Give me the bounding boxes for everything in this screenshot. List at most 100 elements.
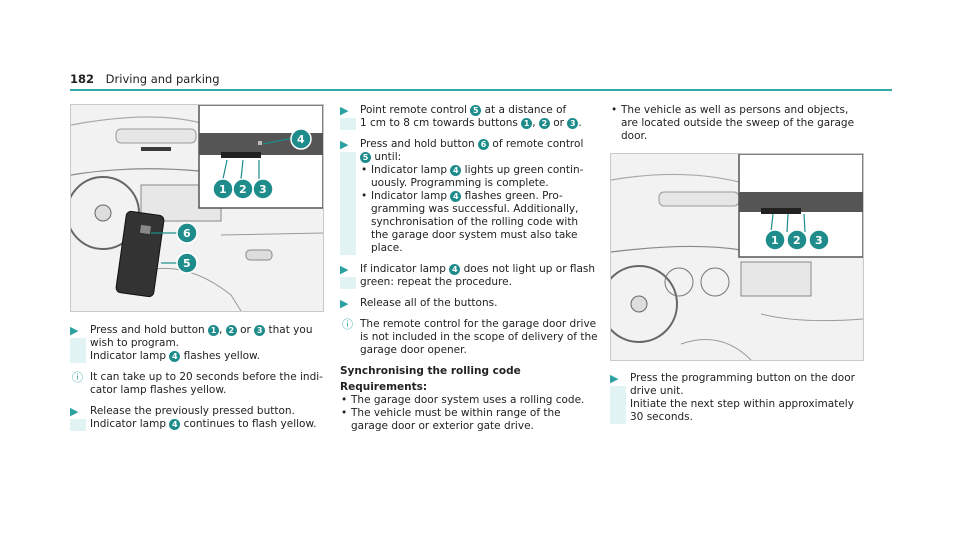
arrow-right-icon: ▶: [340, 263, 349, 276]
badge-2: 2: [538, 118, 550, 129]
text: Indicator lamp: [90, 418, 166, 430]
text: that you: [268, 324, 313, 336]
text: flashes green. Pro-: [464, 190, 563, 202]
text: are located outside the sweep of the gar…: [621, 117, 855, 129]
text: until:: [374, 151, 402, 163]
step-bar: [70, 419, 86, 431]
text: garage door or exterior gate drive.: [351, 420, 534, 432]
badge-5: 5: [360, 152, 371, 163]
arrow-right-icon: ▶: [70, 324, 79, 337]
page-number: 182: [70, 72, 95, 86]
text: Point remote control: [360, 104, 467, 116]
step-bar: [610, 386, 626, 424]
text: .: [578, 117, 582, 129]
arrow-right-icon: ▶: [70, 405, 79, 418]
text: The remote control for the garage door d…: [360, 318, 597, 330]
badge-2: 2: [225, 325, 237, 336]
badge-4: 4: [449, 264, 461, 275]
text: Release the previously pressed button.: [90, 405, 295, 417]
step-bar: [340, 152, 356, 255]
figure-dashboard-2: 1 2 3: [610, 153, 864, 361]
arrow-right-icon: ▶: [340, 104, 349, 117]
column-1: ▶ Press and hold button 1, 2 or 3 that y…: [70, 324, 325, 439]
bullet-green-flash: Indicator lamp 4 flashes green. Pro- gra…: [360, 190, 602, 255]
callout-3-fig1: 3: [259, 183, 267, 196]
text: The vehicle must be within range of the: [351, 407, 561, 419]
text: synchronisation of the rolling code with: [371, 216, 579, 228]
badge-5: 5: [470, 105, 482, 116]
badge-4: 4: [169, 351, 181, 362]
text: drive unit.: [630, 385, 684, 397]
note-delay: ⓘ It can take up to 20 seconds before th…: [70, 371, 325, 397]
text: If indicator lamp: [360, 263, 446, 275]
badge-4: 4: [450, 165, 462, 176]
step-bar: [340, 277, 356, 289]
badge-4: 4: [450, 191, 462, 202]
step-press-remote: ▶ Press and hold button 6 of remote cont…: [340, 138, 602, 255]
badge-4: 4: [169, 419, 181, 430]
badge-6: 6: [478, 139, 490, 150]
section-heading: Synchronising the rolling code: [340, 365, 521, 377]
callout-1-fig2: 1: [771, 234, 779, 247]
text: the garage door system must also take: [371, 229, 578, 241]
text: Indicator lamp: [371, 164, 447, 176]
requirement-item: The vehicle must be within range of the …: [340, 407, 602, 433]
text: at a distance of: [484, 104, 567, 116]
text: green: repeat the procedure.: [360, 276, 512, 288]
page-header: 182 Driving and parking: [70, 73, 220, 86]
badge-3: 3: [254, 325, 266, 336]
figure-dashboard-1: 1 2 3 4 5 6: [70, 104, 324, 312]
text: cator lamp flashes yellow.: [90, 384, 227, 396]
arrow-right-icon: ▶: [340, 138, 349, 151]
requirements-label: Requirements:: [340, 381, 428, 393]
badge-3: 3: [567, 118, 579, 129]
text: wish to program.: [90, 337, 180, 349]
step-release-all: ▶ Release all of the buttons.: [340, 297, 602, 310]
text: continues to flash yellow.: [183, 418, 317, 430]
step-point-remote: ▶ Point remote control 5 at a distance o…: [340, 104, 602, 130]
note-remote: ⓘ The remote control for the garage door…: [340, 318, 602, 357]
callout-2-fig1: 2: [239, 183, 247, 196]
step-bar: [70, 338, 86, 363]
text: uously. Programming is complete.: [371, 177, 549, 189]
callout-6-fig1: 6: [183, 227, 191, 240]
header-rule: [70, 89, 892, 91]
step-release: ▶ Release the previously pressed button.…: [70, 405, 325, 431]
text: ,: [532, 117, 536, 129]
text: or: [240, 324, 251, 336]
text: 1 cm to 8 cm towards buttons: [360, 117, 518, 129]
callout-5-fig1: 5: [183, 257, 191, 270]
dashboard-illustration-1: 1 2 3 4 5 6: [71, 105, 323, 311]
badge-1: 1: [208, 325, 220, 336]
arrow-right-icon: ▶: [610, 372, 619, 385]
text: or: [553, 117, 564, 129]
text: Indicator lamp: [90, 350, 166, 362]
step-press-programming: ▶ Press the programming button on the do…: [610, 372, 895, 424]
column-2: ▶ Point remote control 5 at a distance o…: [340, 104, 602, 433]
text: gramming was successful. Additionally,: [371, 203, 579, 215]
text: lights up green contin-: [464, 164, 584, 176]
badge-1: 1: [521, 118, 533, 129]
callout-1-fig1: 1: [219, 183, 227, 196]
text: flashes yellow.: [183, 350, 261, 362]
dashboard-illustration-2: 1 2 3: [611, 154, 863, 360]
text: place.: [371, 242, 403, 254]
text: Press the programming button on the door: [630, 372, 855, 384]
bullet-green-steady: Indicator lamp 4 lights up green contin-…: [360, 164, 602, 190]
text: ,: [219, 324, 223, 336]
text: garage door opener.: [360, 344, 467, 356]
text: 30 seconds.: [630, 411, 693, 423]
section-title: Driving and parking: [105, 72, 220, 86]
callout-3-fig2: 3: [815, 234, 823, 247]
text: Press and hold button: [360, 138, 475, 150]
text: does not light up or flash: [463, 263, 596, 275]
requirement-item: The vehicle as well as persons and objec…: [610, 104, 895, 143]
text: Press and hold button: [90, 324, 205, 336]
text: It can take up to 20 seconds before the …: [90, 371, 323, 383]
callout-4-fig1: 4: [297, 133, 305, 146]
text: The vehicle as well as persons and objec…: [621, 104, 849, 116]
info-icon: ⓘ: [342, 318, 353, 331]
text: The garage door system uses a rolling co…: [351, 394, 585, 406]
callout-2-fig2: 2: [793, 234, 801, 247]
text: Indicator lamp: [371, 190, 447, 202]
